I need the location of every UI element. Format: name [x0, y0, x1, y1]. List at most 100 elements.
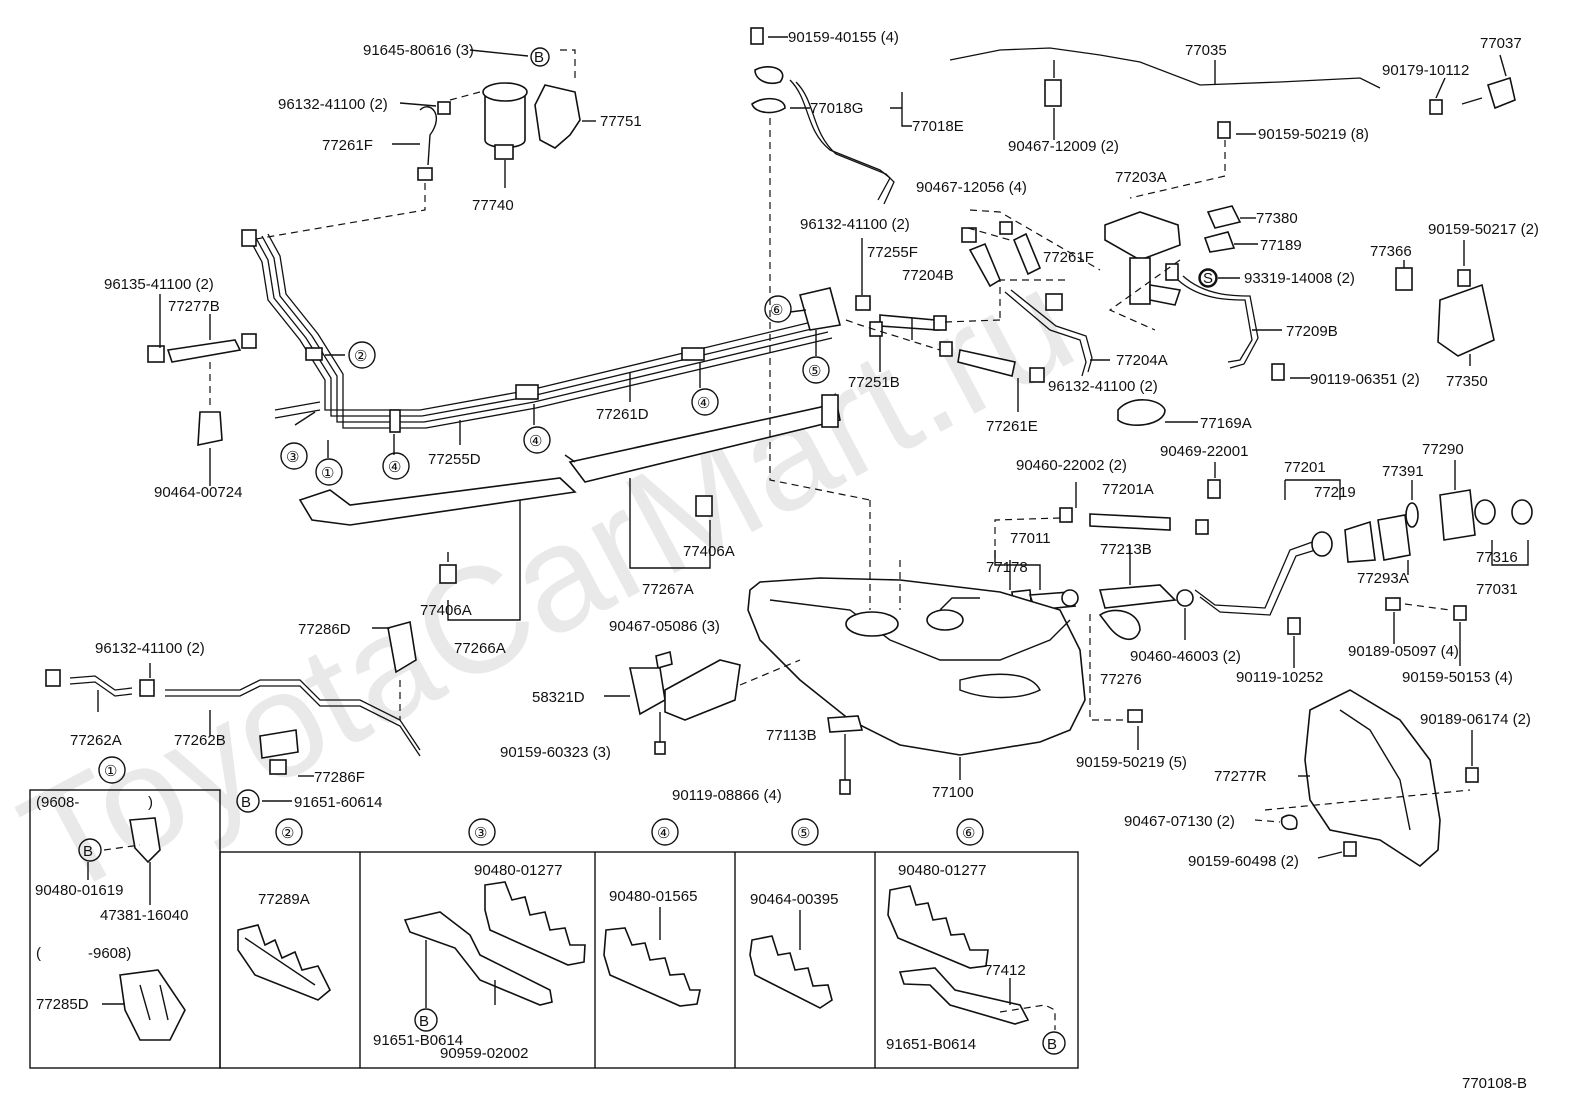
label-77740: 77740 — [472, 197, 514, 214]
inset-2: ② 77289A — [237, 818, 331, 1001]
label-77261D: 77261D — [596, 406, 649, 423]
label-77286F: 77286F — [314, 769, 365, 786]
fuel-line-bundle — [241, 229, 842, 458]
label-77406A-b: 77406A — [420, 602, 472, 619]
inset4-part-90480-01565: 90480-01565 — [609, 888, 697, 905]
label-90467-12009: 90467-12009 (2) — [1008, 138, 1119, 155]
label-96132-41100-a: 96132-41100 (2) — [278, 96, 388, 113]
label-77290: 77290 — [1422, 441, 1464, 458]
label-90159-60323: 90159-60323 (3) — [500, 744, 611, 761]
marker-circle-1-b: ① — [104, 763, 117, 780]
heat-insulator-group — [604, 650, 741, 755]
return-line-group — [45, 620, 421, 802]
inset-4: ④ 90480-01565 — [603, 818, 701, 1007]
label-77380: 77380 — [1256, 210, 1298, 227]
label-77251B: 77251B — [848, 374, 900, 391]
label-90467-12056: 90467-12056 (4) — [916, 179, 1027, 196]
inset5-part-90464-00395: 90464-00395 — [750, 891, 838, 908]
inset3-marker-b: B — [419, 1013, 429, 1030]
inset-3: ③ 90480-01277 B 91651-B0614 90959-02002 — [373, 818, 586, 1062]
marker-circle-1-a: ① — [321, 465, 334, 482]
label-90189-06174: 90189-06174 (2) — [1420, 711, 1531, 728]
label-77031: 77031 — [1476, 581, 1518, 598]
label-77035: 77035 — [1185, 42, 1227, 59]
inset6-part-77412: 77412 — [984, 962, 1026, 979]
label-77037: 77037 — [1480, 35, 1522, 52]
watermark: ToyotaCarMart.ru — [0, 236, 1098, 928]
marker-circle-4-c: ④ — [697, 395, 710, 412]
inset1-date-b-end: -9608) — [88, 945, 131, 962]
inset3-part-91651-B0614: 91651-B0614 — [373, 1032, 463, 1049]
label-77262B: 77262B — [174, 732, 226, 749]
label-96132-41100-d: 96132-41100 (2) — [95, 640, 205, 657]
label-77286D: 77286D — [298, 621, 351, 638]
label-90469-22001: 90469-22001 — [1160, 443, 1248, 460]
vent-valve-group — [1104, 121, 1282, 369]
label-90464-00724: 90464-00724 — [154, 484, 242, 501]
label-77201: 77201 — [1284, 459, 1326, 476]
label-77178: 77178 — [986, 559, 1028, 576]
label-77277B: 77277B — [168, 298, 220, 315]
inset1-part-47381-16040: 47381-16040 — [100, 907, 188, 924]
left-hose-clip — [147, 294, 257, 486]
inset3-part-90959-02002: 90959-02002 — [440, 1045, 528, 1062]
label-77406A-a: 77406A — [683, 543, 735, 560]
diagram-code: 770108-B — [1462, 1075, 1527, 1092]
label-77203A: 77203A — [1115, 169, 1167, 186]
label-77255D: 77255D — [428, 451, 481, 468]
label-90119-10252: 90119-10252 — [1236, 669, 1323, 686]
label-96135-41100: 96135-41100 (2) — [104, 276, 214, 293]
inset1-part-90480-01619: 90480-01619 — [35, 882, 123, 899]
marker-circle-4-a: ④ — [388, 459, 401, 476]
label-77018E: 77018E — [912, 118, 964, 135]
inset4-number: ④ — [657, 825, 670, 842]
marker-circle-6-a: ⑥ — [770, 302, 783, 319]
label-58321D: 58321D — [532, 689, 585, 706]
label-90159-50219-5: 90159-50219 (5) — [1076, 754, 1187, 771]
label-90189-05097: 90189-05097 (4) — [1348, 643, 1459, 660]
inset3-part-90480-01277: 90480-01277 — [474, 862, 562, 879]
label-77213B: 77213B — [1100, 541, 1152, 558]
marker-circle-5-a: ⑤ — [808, 363, 821, 380]
label-77391: 77391 — [1382, 463, 1424, 480]
inset-boxes — [29, 789, 1079, 1069]
label-90467-07130: 90467-07130 (2) — [1124, 813, 1235, 830]
opener-cable-group — [949, 47, 1516, 140]
label-93319-14008: 93319-14008 (2) — [1244, 270, 1355, 287]
label-77189: 77189 — [1260, 237, 1302, 254]
label-77261E: 77261E — [986, 418, 1038, 435]
label-77201A: 77201A — [1102, 481, 1154, 498]
inset6-number: ⑥ — [962, 825, 975, 842]
label-77209B: 77209B — [1286, 323, 1338, 340]
marker-b-1: B — [534, 49, 544, 66]
label-77366: 77366 — [1370, 243, 1412, 260]
label-90179-10112: 90179-10112 — [1382, 62, 1469, 79]
inset6-part-91651-B0614: 91651-B0614 — [886, 1036, 976, 1053]
label-77011: 77011 — [1010, 530, 1051, 547]
label-90119-06351: 90119-06351 (2) — [1310, 371, 1420, 388]
label-77267A: 77267A — [642, 581, 694, 598]
marker-circle-3-a: ③ — [286, 449, 299, 466]
inset2-part-77289A: 77289A — [258, 891, 310, 908]
label-77255F: 77255F — [867, 244, 918, 261]
inset1-part-77285D: 77285D — [36, 996, 89, 1013]
marker-circle-4-b: ④ — [529, 433, 542, 450]
label-77100: 77100 — [932, 784, 974, 801]
label-77266A: 77266A — [454, 640, 506, 657]
label-90460-22002: 90460-22002 (2) — [1016, 457, 1127, 474]
label-96132-41100-b: 96132-41100 (2) — [800, 216, 910, 233]
vent-tube-group — [750, 27, 912, 501]
label-77277R: 77277R — [1214, 768, 1267, 785]
label-77751: 77751 — [600, 113, 642, 130]
label-90159-50153: 90159-50153 (4) — [1402, 669, 1513, 686]
charcoal-canister-group — [249, 49, 596, 241]
label-77169A: 77169A — [1200, 415, 1252, 432]
fuel-lid-group — [1117, 240, 1495, 426]
label-90159-60498: 90159-60498 (2) — [1188, 853, 1299, 870]
inset1-date-a: (9608- — [36, 794, 79, 811]
label-77262A: 77262A — [70, 732, 122, 749]
label-77204A: 77204A — [1116, 352, 1168, 369]
label-77350: 77350 — [1446, 373, 1488, 390]
